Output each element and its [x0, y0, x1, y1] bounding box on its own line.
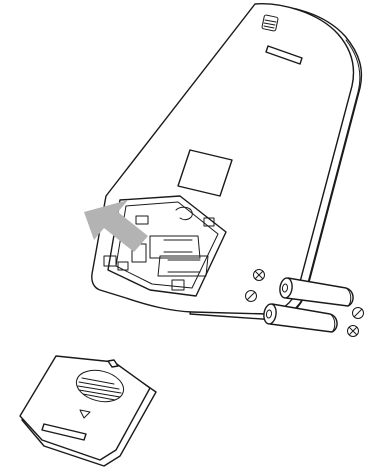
remote-body [92, 4, 362, 320]
battery-cover [20, 356, 156, 466]
battery-bottom [263, 303, 337, 332]
minus-mark-right [353, 308, 364, 319]
plus-mark-bottom-right [348, 326, 359, 337]
